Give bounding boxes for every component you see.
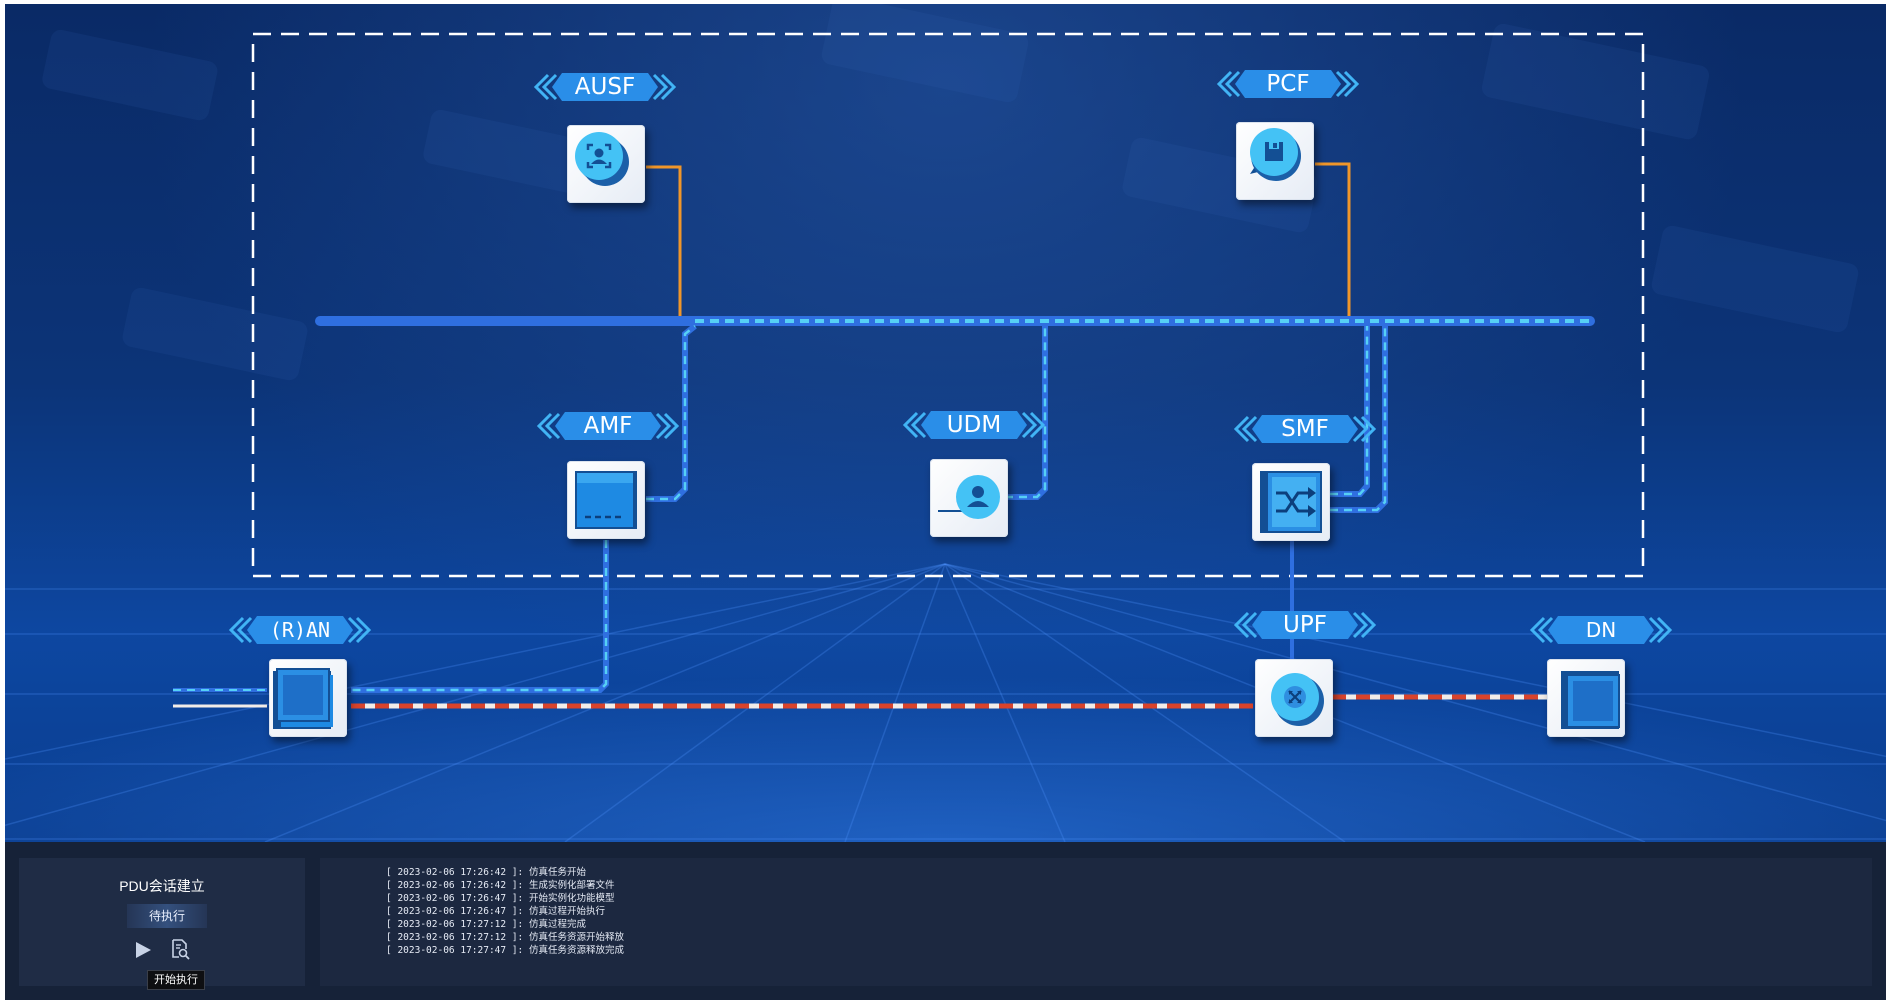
pcf-label: PCF [1213, 67, 1363, 101]
ran-label-text: (R)AN [269, 618, 331, 642]
play-tooltip: 开始执行 [147, 970, 205, 990]
log-entry: [ 2023-02-06 17:26:42 ]: 仿真任务开始 [386, 867, 586, 878]
pcf-label-text: PCF [1266, 71, 1310, 97]
smf-label-text: SMF [1281, 416, 1329, 442]
ausf-authentication-icon [575, 132, 629, 186]
app-frame: AUSF PCF AMF UDM SMF (R)AN UPF DN [5, 4, 1886, 1000]
smf-switch-icon [1260, 471, 1322, 533]
bottom-panel: PDU会话建立 待执行 开始执行 [ 2023-02-06 17:26:42 ]… [5, 842, 1886, 1000]
log-entry: [ 2023-02-06 17:26:47 ]: 开始实例化功能模型 [386, 893, 615, 904]
ausf-bus-link [646, 165, 682, 316]
udm-label-text: UDM [946, 412, 1002, 438]
udm-user-icon [938, 475, 1000, 519]
network-topology-stage: AUSF PCF AMF UDM SMF (R)AN UPF DN [5, 4, 1886, 842]
task-title: PDU会话建立 [119, 878, 205, 894]
amf-label-text: AMF [583, 413, 633, 439]
ran-node[interactable] [269, 659, 347, 737]
upf-label: UPF [1230, 608, 1380, 642]
upf-label-text: UPF [1283, 612, 1327, 638]
ausf-label-text: AUSF [574, 74, 636, 100]
log-entry: [ 2023-02-06 17:27:12 ]: 仿真任务资源开始释放 [386, 932, 624, 943]
play-button[interactable] [133, 940, 153, 960]
smf-node[interactable] [1252, 463, 1330, 541]
udm-label: UDM [899, 408, 1049, 442]
dn-label: DN [1526, 613, 1676, 647]
topology-links [173, 32, 1645, 709]
amf-module-icon [575, 471, 637, 529]
pcf-policy-icon [1250, 128, 1301, 181]
dn-node[interactable] [1547, 659, 1625, 737]
ran-label: (R)AN [225, 613, 375, 647]
ausf-label: AUSF [530, 70, 680, 104]
upf-node[interactable] [1255, 659, 1333, 737]
core-network-boundary [251, 32, 1645, 578]
dn-network-icon [1561, 671, 1620, 729]
task-card: PDU会话建立 待执行 开始执行 [19, 858, 305, 990]
log-panel: [ 2023-02-06 17:26:42 ]: 仿真任务开始 [ 2023-0… [320, 858, 1872, 986]
log-entry: [ 2023-02-06 17:27:12 ]: 仿真过程完成 [386, 919, 586, 930]
user-plane-link [173, 694, 1550, 709]
smf-bus-link [1330, 326, 1388, 513]
log-entry: [ 2023-02-06 17:27:47 ]: 仿真任务资源释放完成 [386, 945, 624, 956]
upf-router-icon [1271, 673, 1324, 726]
log-entry: [ 2023-02-06 17:26:47 ]: 仿真过程开始执行 [386, 906, 605, 917]
pcf-node[interactable] [1236, 122, 1314, 200]
pcf-bus-link [1315, 162, 1351, 316]
report-search-icon [172, 939, 190, 960]
status-badge: 待执行 [127, 904, 207, 928]
report-button[interactable] [169, 938, 191, 960]
udm-node[interactable] [930, 459, 1008, 537]
play-icon [136, 942, 151, 958]
amf-label: AMF [533, 409, 683, 443]
udm-bus-link [1005, 326, 1048, 500]
log-entry: [ 2023-02-06 17:26:42 ]: 生成实例化部署文件 [386, 880, 615, 891]
amf-bus-link [646, 323, 697, 502]
log-list: [ 2023-02-06 17:26:42 ]: 仿真任务开始 [ 2023-0… [386, 866, 624, 957]
dn-label-text: DN [1585, 618, 1617, 642]
amf-ran-link [173, 540, 609, 693]
ran-device-icon [273, 668, 333, 729]
ausf-node[interactable] [567, 125, 645, 203]
smf-label: SMF [1230, 412, 1380, 446]
amf-node[interactable] [567, 461, 645, 539]
